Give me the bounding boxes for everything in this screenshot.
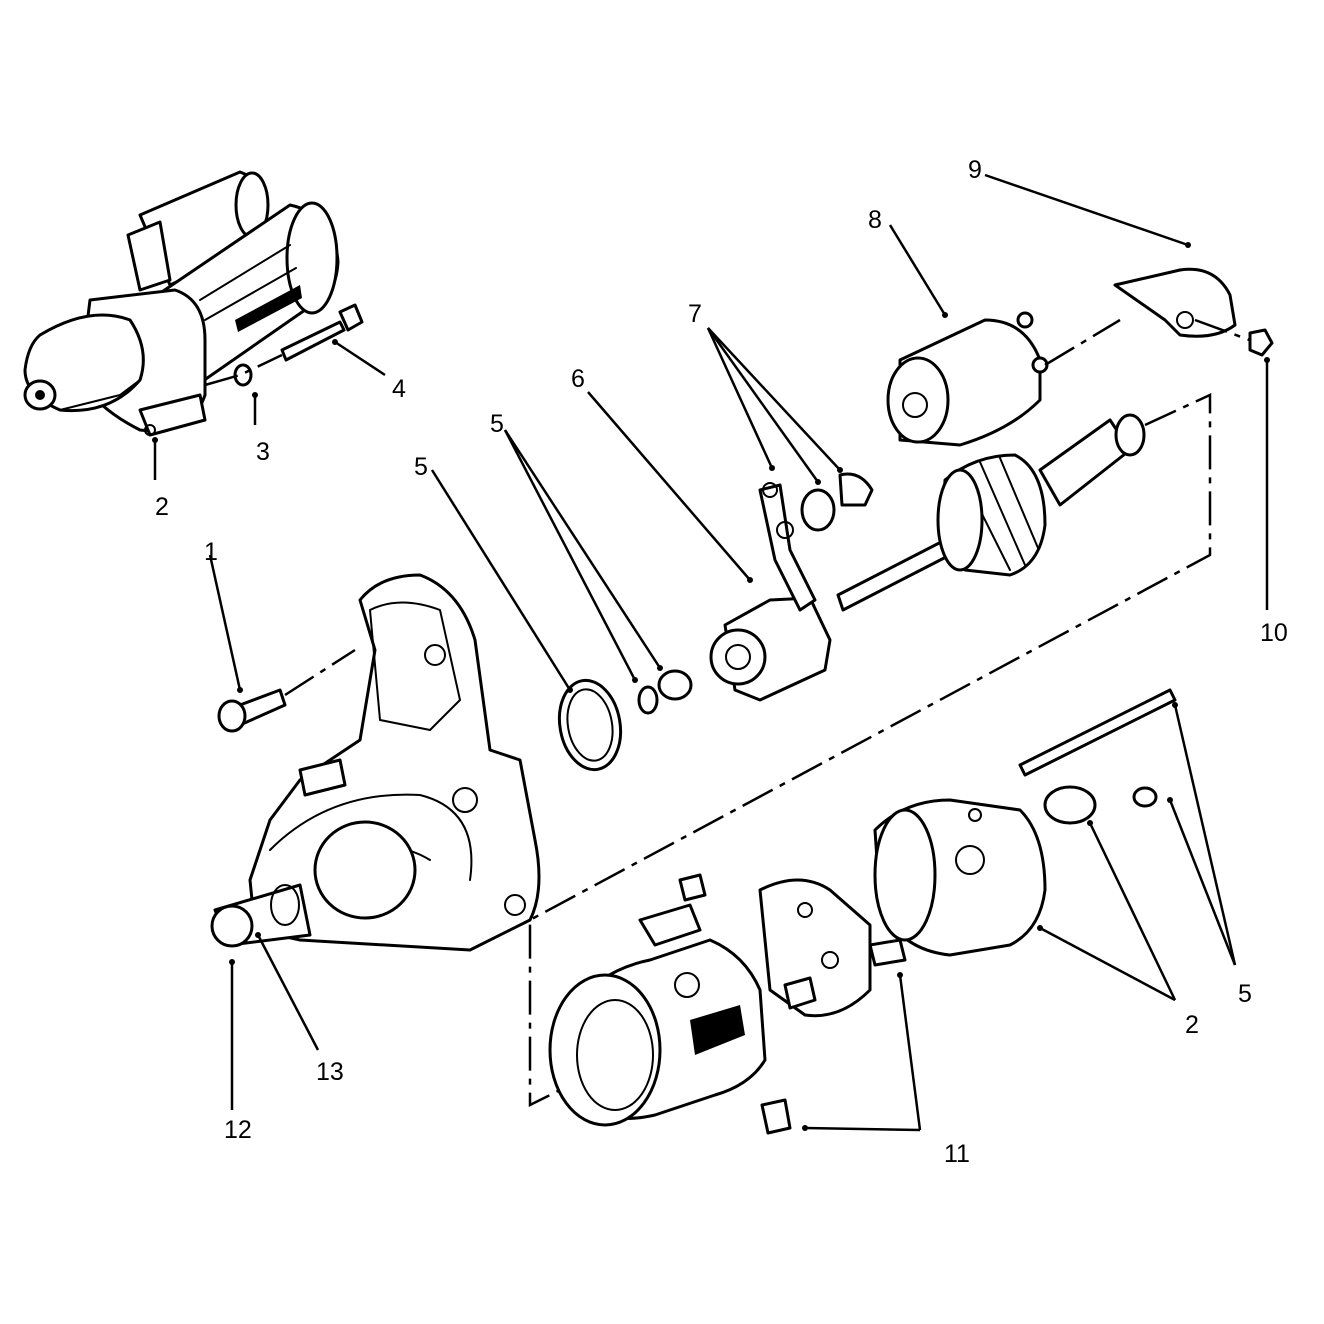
callout-2: 2 [155,493,169,521]
plug-cap [838,472,874,507]
callout-12: 12 [224,1116,252,1144]
small-screw [1132,786,1158,808]
armature [836,413,1146,612]
field-frame [548,903,767,1127]
drive-end-housing [210,573,541,952]
washer [233,363,253,387]
brush [760,1098,792,1135]
retainer-ring [657,669,693,701]
drive-pinion [709,596,832,702]
callout-8: 8 [868,206,882,234]
terminal-nut [1248,328,1274,357]
callout-1: 1 [204,538,218,566]
mounting-bolt [217,688,287,733]
callout-2: 2 [1185,1011,1199,1039]
plug-round [800,488,836,532]
callout-9: 9 [968,156,982,184]
bushing [1043,785,1097,825]
long-bolt [1018,688,1177,777]
callout-labels: 1 2 3 4 5 5 6 7 8 9 10 11 12 13 2 5 [155,156,1288,1168]
shift-lever [758,482,817,612]
callout-11: 11 [944,1140,970,1168]
through-bolt [280,303,364,362]
callout-7: 7 [688,300,702,328]
solenoid-end-cap [1113,267,1237,338]
brush-holder [758,878,907,1018]
solenoid [886,311,1049,447]
callout-6: 6 [571,365,585,393]
callout-5: 5 [1238,980,1252,1008]
callout-5: 5 [414,453,428,481]
seal-ring-small [637,685,659,715]
commutator-end-cover [873,798,1047,957]
assembled-starter-motor [23,170,340,437]
callout-3: 3 [256,438,270,466]
callout-5: 5 [490,410,504,438]
callout-10: 10 [1260,619,1288,647]
leader-lines [152,173,1270,1132]
callout-13: 13 [316,1058,344,1086]
callout-4: 4 [392,375,406,403]
